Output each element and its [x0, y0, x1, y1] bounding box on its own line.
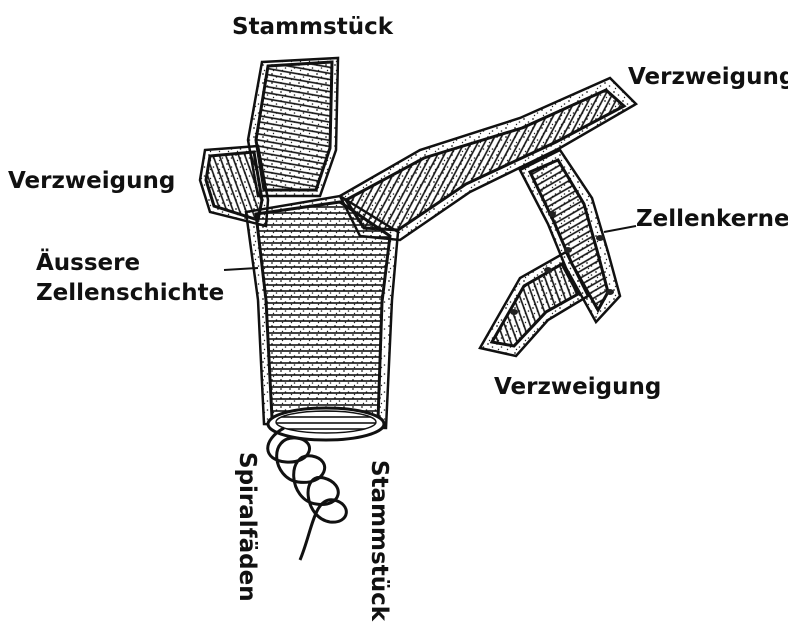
- lower-branch: [480, 252, 588, 356]
- label-top-trunk: Stammstück: [232, 14, 394, 40]
- label-cell-nuclei: Zellenkerne: [636, 206, 788, 232]
- label-bottom-trunk: Stammstück: [366, 460, 392, 622]
- label-outer-layer-1: Äussere: [36, 248, 140, 276]
- label-spiral-threads: Spiralfäden: [234, 452, 260, 602]
- label-outer-layer-2: Zellenschichte: [36, 280, 224, 306]
- spiral-thread: [268, 428, 347, 560]
- label-branch-upper-right: Verzweigung: [628, 64, 788, 90]
- leader-cell-nuclei: [604, 226, 636, 232]
- main-trunk: [246, 196, 398, 440]
- label-branch-lower: Verzweigung: [494, 374, 661, 400]
- label-branch-left: Verzweigung: [8, 168, 175, 194]
